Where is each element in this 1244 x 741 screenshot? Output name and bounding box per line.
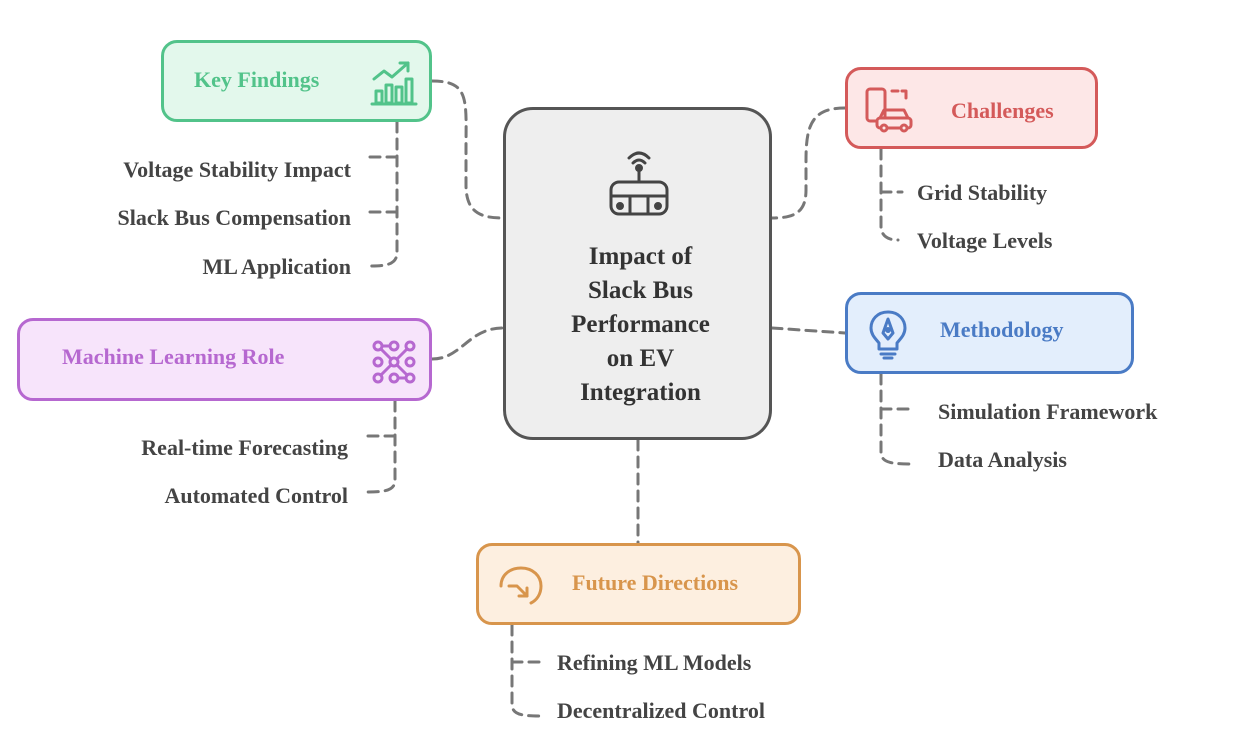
future-directions-node: Future Directions	[476, 543, 801, 625]
branch-key-findings	[368, 120, 399, 268]
challenges-item: Grid Stability	[917, 180, 1048, 205]
branch-future-directions	[510, 623, 542, 718]
connector-key-findings	[430, 79, 505, 220]
key-findings-item: ML Application	[202, 254, 351, 279]
growth-chart-icon	[370, 61, 418, 106]
neural-network-icon	[372, 340, 416, 384]
curved-arrow-icon	[499, 566, 543, 605]
branch-challenges	[879, 147, 900, 242]
connector-machine-learning	[430, 326, 505, 361]
key-findings-title: Key Findings	[194, 67, 320, 92]
challenges-title: Challenges	[951, 98, 1054, 123]
future-directions-title: Future Directions	[572, 570, 738, 595]
central-title: Impact of Slack Bus Performance on EV In…	[571, 243, 710, 406]
methodology-item: Simulation Framework	[938, 399, 1158, 424]
device-car-icon	[865, 87, 913, 133]
methodology-title: Methodology	[940, 317, 1064, 342]
future-directions-item: Refining ML Models	[557, 650, 752, 675]
key-findings-node: Key Findings	[161, 40, 432, 122]
methodology-node: Methodology	[845, 292, 1134, 374]
key-findings-item: Slack Bus Compensation	[117, 205, 351, 230]
lightbulb-pen-icon	[869, 310, 907, 360]
connector-challenges	[770, 106, 847, 220]
key-findings-item: Voltage Stability Impact	[123, 157, 351, 182]
machine-learning-item: Automated Control	[164, 483, 348, 508]
connector-methodology	[770, 326, 847, 335]
connected-bus-icon	[609, 151, 669, 216]
branch-machine-learning	[366, 399, 397, 494]
methodology-item: Data Analysis	[938, 447, 1067, 472]
machine-learning-item: Real-time Forecasting	[141, 435, 348, 460]
machine-learning-node: Machine Learning Role	[17, 318, 432, 401]
challenges-node: Challenges	[845, 67, 1098, 149]
branch-methodology	[879, 372, 912, 466]
future-directions-item: Decentralized Control	[557, 698, 765, 723]
central-topic: Impact of Slack Bus Performance on EV In…	[503, 107, 772, 440]
machine-learning-title: Machine Learning Role	[62, 344, 285, 369]
challenges-item: Voltage Levels	[917, 228, 1053, 253]
